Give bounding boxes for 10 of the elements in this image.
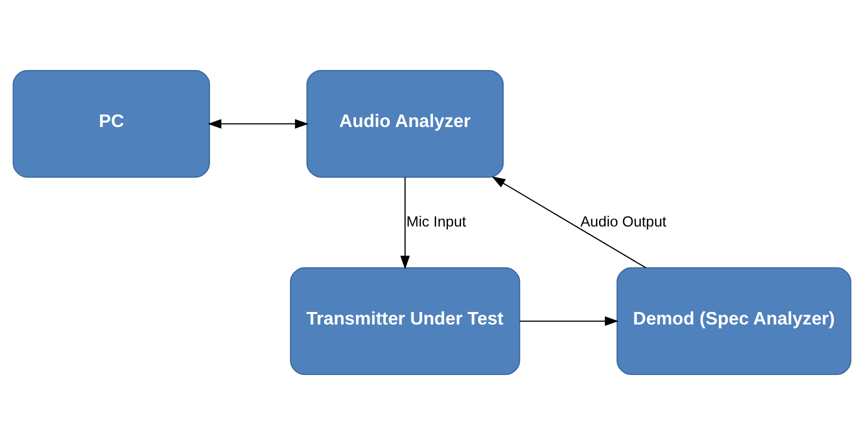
arrow	[400, 177, 410, 270]
arrow	[520, 316, 619, 326]
arrow	[208, 119, 309, 129]
node-box: PC	[12, 70, 210, 178]
node-box: Demod (Spec Analyzer)	[616, 267, 852, 376]
edge-label: Mic Input	[406, 214, 466, 230]
edge-label: Audio Output	[580, 214, 666, 230]
node-box: Audio Analyzer	[306, 70, 504, 178]
node-box: Transmitter Under Test	[290, 267, 520, 376]
arrow	[492, 176, 646, 268]
